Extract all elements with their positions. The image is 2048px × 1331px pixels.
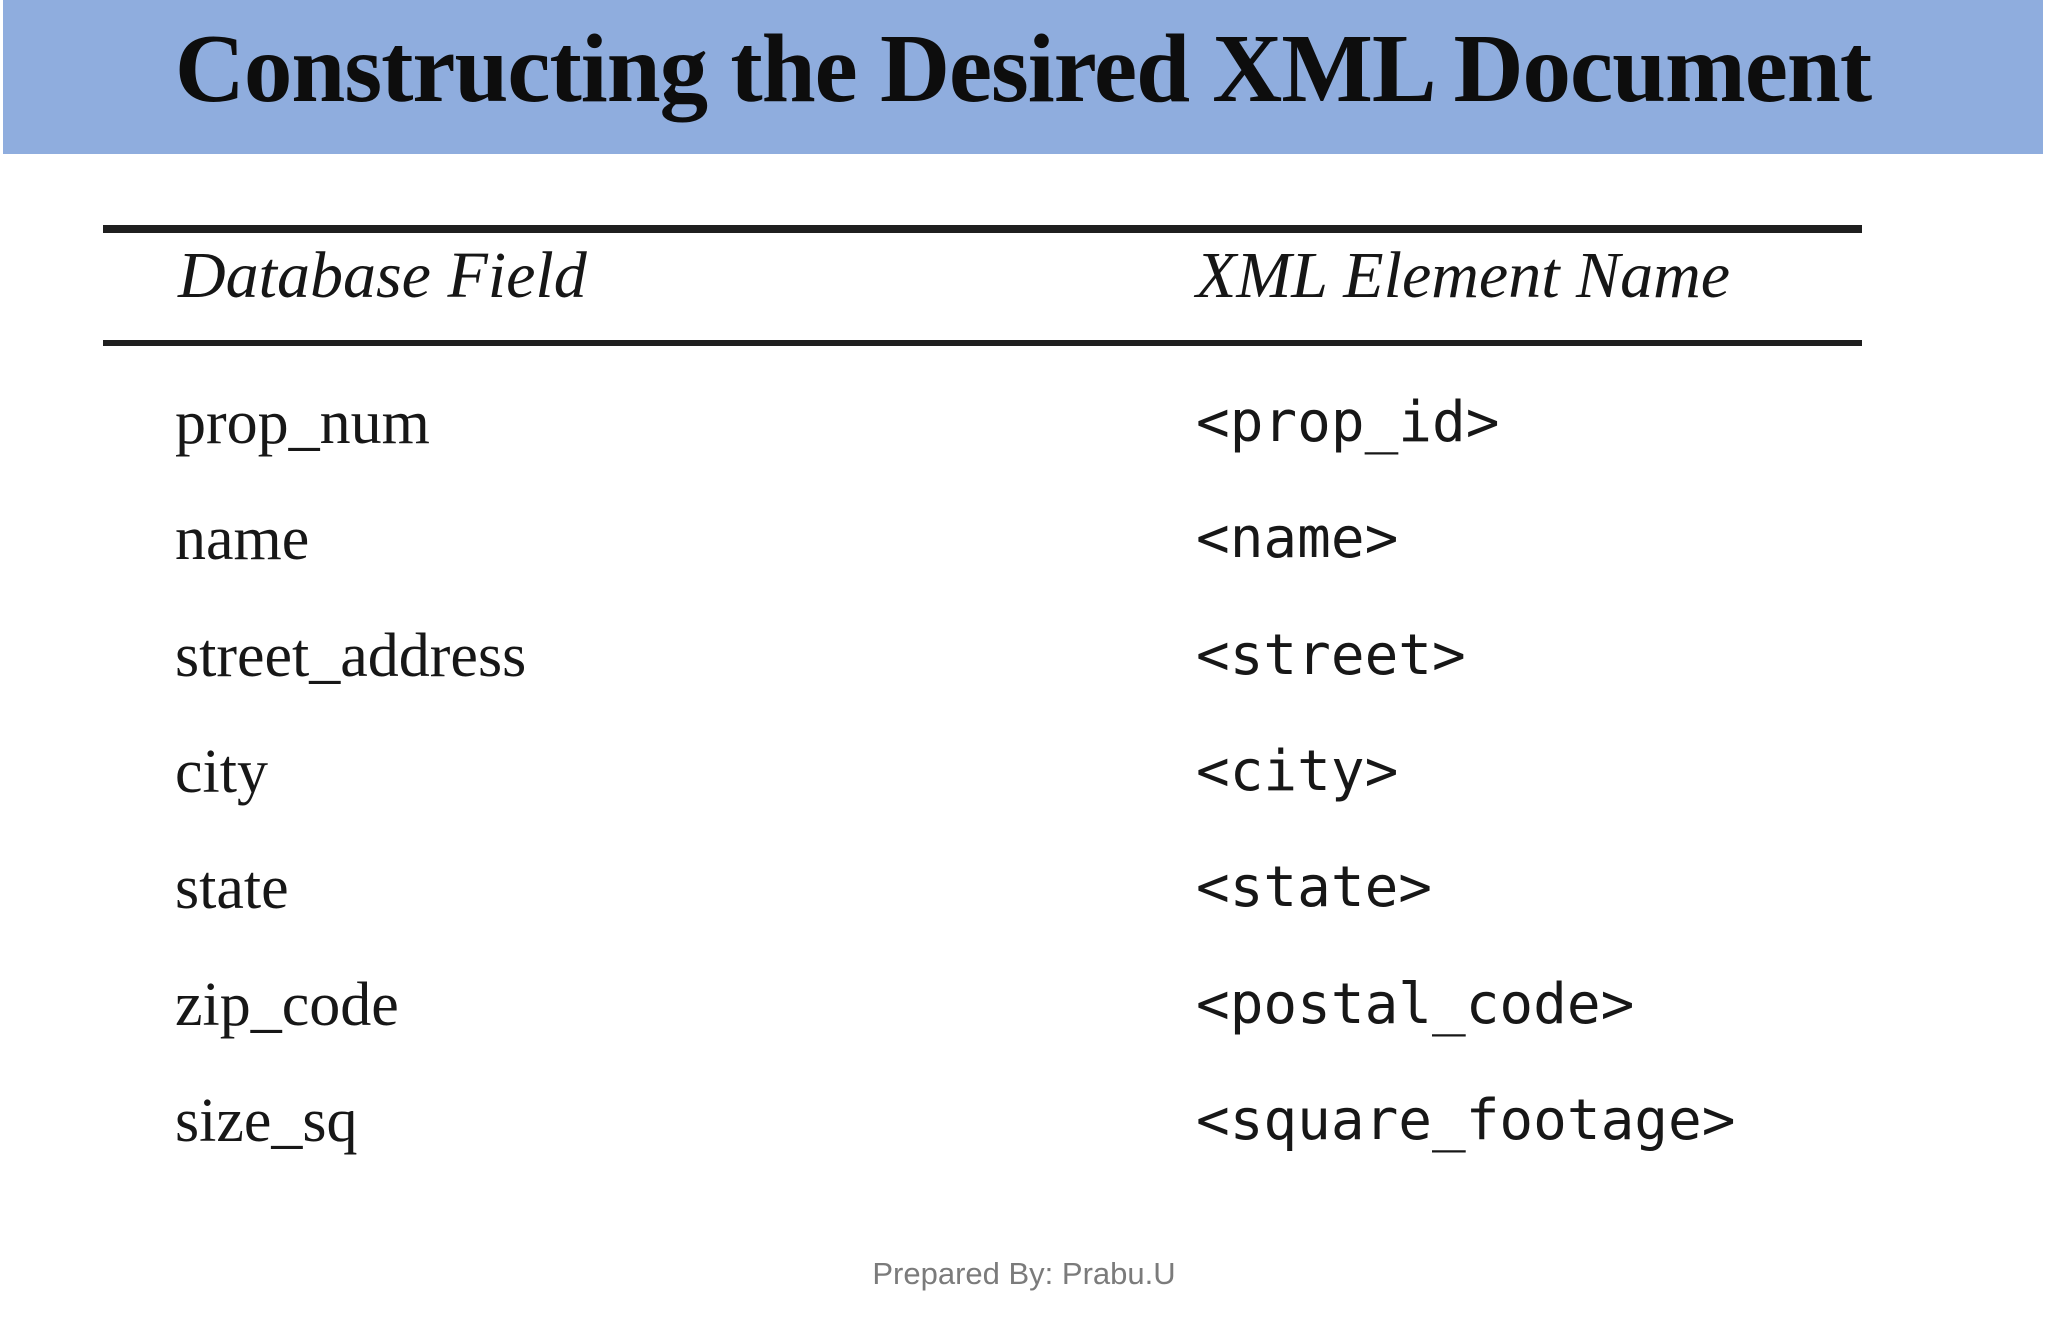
database-field-cell: city [175,738,268,806]
table-row: zip_code <postal_code> [0,974,2048,1044]
database-field-cell: state [175,854,289,922]
table-header-rule [103,340,1862,346]
column-header-xml-element-name: XML Element Name [1196,239,1731,312]
table-row: prop_num <prop_id> [0,392,2048,462]
xml-element-cell: <city> [1196,739,1399,804]
table-row: city <city> [0,741,2048,811]
slide-title: Constructing the Desired XML Document [174,15,1872,122]
database-field-cell: street_address [175,622,527,690]
table-row: size_sq <square_footage> [0,1090,2048,1160]
column-header-database-field: Database Field [178,239,587,312]
footer-credit: Prepared By: Prabu.U [872,1256,1176,1291]
title-bar: Constructing the Desired XML Document [3,0,2043,154]
xml-element-cell: <name> [1196,506,1399,571]
table-top-rule [103,225,1862,233]
table-row: street_address <street> [0,625,2048,695]
table-row: name <name> [0,508,2048,578]
database-field-cell: name [175,505,310,573]
database-field-cell: prop_num [175,389,430,457]
database-field-cell: zip_code [175,971,399,1039]
database-field-cell: size_sq [175,1087,358,1155]
xml-element-cell: <prop_id> [1196,390,1500,455]
xml-element-cell: <state> [1196,855,1433,920]
table-row: state <state> [0,857,2048,927]
xml-element-cell: <square_footage> [1196,1088,1736,1153]
xml-element-cell: <street> [1196,623,1466,688]
xml-element-cell: <postal_code> [1196,972,1635,1037]
